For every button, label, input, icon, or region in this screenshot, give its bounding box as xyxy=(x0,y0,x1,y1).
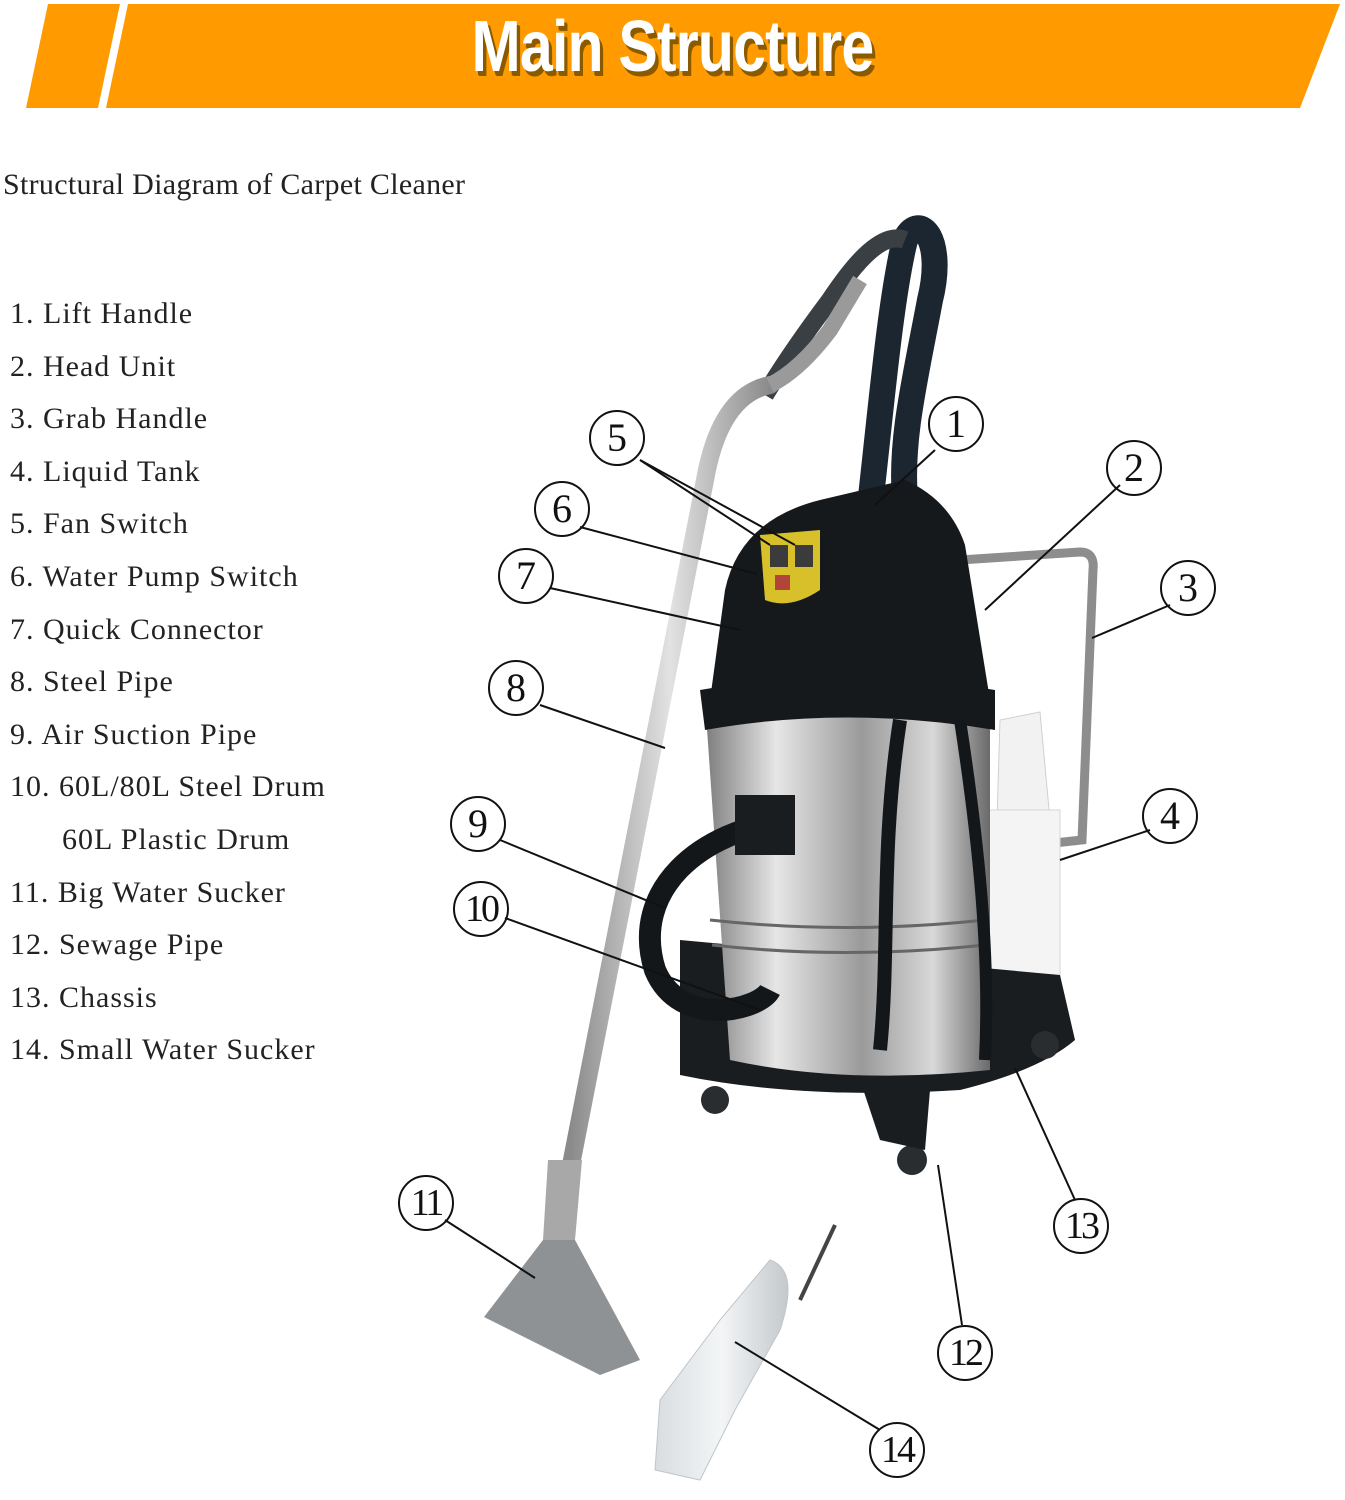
part-item: 12. Sewage Pipe xyxy=(10,928,225,962)
callout-8: 8 xyxy=(488,660,544,716)
callout-5: 5 xyxy=(589,410,645,466)
part-item: 14. Small Water Sucker xyxy=(10,1033,316,1067)
part-item: 4. Liquid Tank xyxy=(10,454,201,488)
callout-2: 2 xyxy=(1106,440,1162,496)
banner-title: Main Structure xyxy=(471,7,875,87)
callout-14: 14 xyxy=(869,1422,925,1478)
callout-10: 10 xyxy=(453,881,509,937)
part-item: 2. Head Unit xyxy=(10,349,177,383)
callout-11: 11 xyxy=(398,1175,454,1231)
part-item: 6. Water Pump Switch xyxy=(10,559,299,593)
callout-3: 3 xyxy=(1160,560,1216,616)
part-item-continued: 60L Plastic Drum xyxy=(62,822,291,856)
part-item: 9. Air Suction Pipe xyxy=(10,717,258,751)
header-banner: Main Structure xyxy=(0,0,1345,115)
callout-13: 13 xyxy=(1053,1198,1109,1254)
part-item: 10. 60L/80L Steel Drum xyxy=(10,770,326,804)
part-item: 8. Steel Pipe xyxy=(10,665,174,699)
callout-9: 9 xyxy=(450,796,506,852)
banner-shape xyxy=(26,4,1340,108)
part-item: 11. Big Water Sucker xyxy=(10,875,286,909)
parts-list: 1. Lift Handle 2. Head Unit 3. Grab Hand… xyxy=(10,296,326,1085)
part-item: 13. Chassis xyxy=(10,980,158,1014)
part-item: 5. Fan Switch xyxy=(10,507,189,541)
callout-7: 7 xyxy=(498,548,554,604)
callout-4: 4 xyxy=(1142,788,1198,844)
part-item: 3. Grab Handle xyxy=(10,402,209,436)
callout-12: 12 xyxy=(937,1325,993,1381)
part-item: 1. Lift Handle xyxy=(10,297,194,330)
callout-6: 6 xyxy=(534,481,590,537)
diagram-subtitle: Structural Diagram of Carpet Cleaner xyxy=(3,168,466,201)
callout-1: 1 xyxy=(928,396,984,452)
part-item: 7. Quick Connector xyxy=(10,612,264,646)
